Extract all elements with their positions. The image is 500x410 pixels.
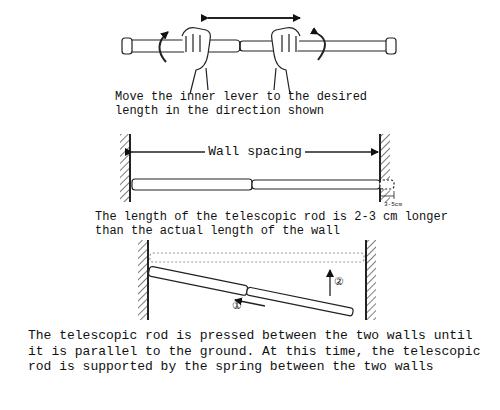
install-figure (138, 240, 376, 320)
outer-tube (132, 179, 252, 190)
final-rod-position (150, 253, 364, 262)
inner-tube (252, 180, 380, 189)
extra-length (380, 180, 394, 189)
rotate-arrow (159, 32, 168, 62)
right-hand (272, 28, 301, 94)
instruction-text: Move the inner lever to the desired leng… (115, 90, 377, 119)
right-wall (380, 134, 390, 202)
left-wall (120, 134, 130, 202)
instruction-text: The telescopic rod is pressed between th… (28, 328, 490, 375)
left-hand (182, 28, 211, 94)
lift-arrow (329, 270, 330, 296)
rod-twist-figure (122, 18, 396, 94)
inner-tube (240, 41, 390, 51)
left-wall (138, 240, 148, 320)
right-wall (366, 240, 376, 320)
instruction-text: The length of the telescopic rod is 2-3 … (95, 210, 459, 239)
callout-number: ① (232, 300, 242, 313)
callout-number: ② (334, 276, 344, 289)
wall-spacing-figure (120, 134, 394, 202)
rotate-arrow (318, 34, 325, 60)
extend-arrow (208, 17, 300, 19)
dimension-label: Wall spacing (205, 144, 305, 160)
dimension-label: 3-5cm (384, 201, 402, 208)
